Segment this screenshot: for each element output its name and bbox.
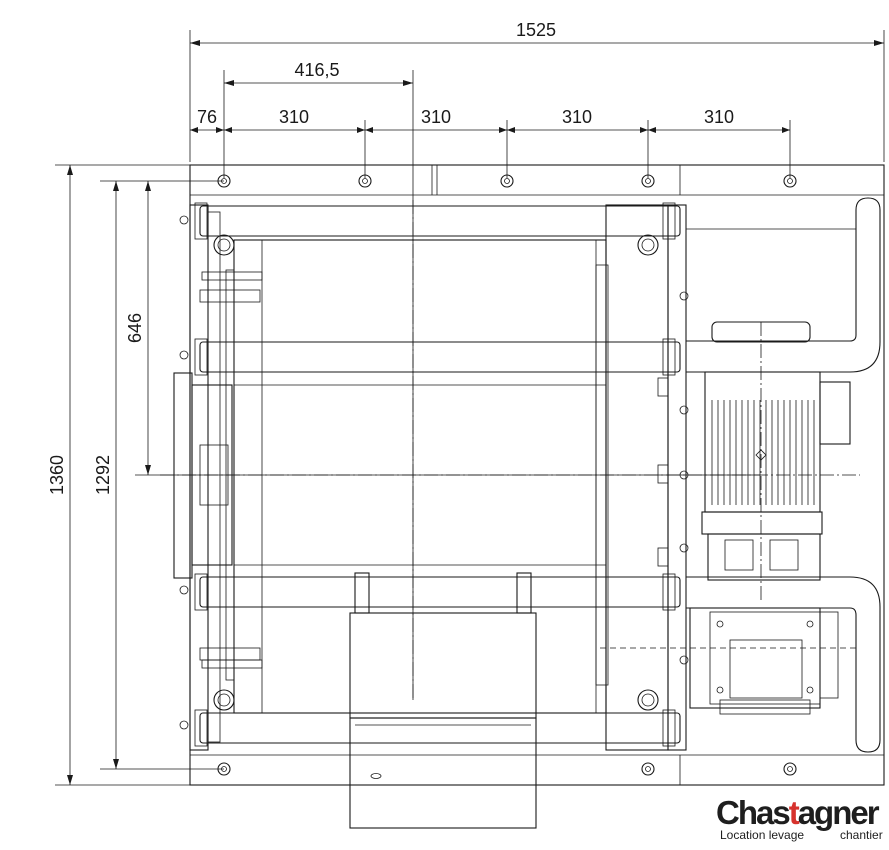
side-plate-right bbox=[595, 204, 689, 751]
chastagner-logo: Chastagner Location levage chantier bbox=[716, 795, 886, 845]
center-lines bbox=[160, 200, 860, 700]
tie-rod-top bbox=[194, 202, 681, 240]
dimension-pitch-3: 310 bbox=[562, 107, 592, 127]
mounting-hole bbox=[358, 174, 372, 188]
motor-cooling-fins bbox=[711, 400, 815, 505]
dimension-pitch-4: 310 bbox=[704, 107, 734, 127]
dimension-pitch-2: 310 bbox=[421, 107, 451, 127]
dimension-pitch-1: 310 bbox=[279, 107, 309, 127]
gearbox bbox=[689, 607, 839, 715]
tie-rod-lower bbox=[194, 573, 681, 611]
dimension-edge-offset: 76 bbox=[197, 107, 217, 127]
logo-tagline-left: Location levage bbox=[720, 828, 805, 842]
tie-rod-upper bbox=[194, 338, 681, 376]
mounting-hole bbox=[783, 174, 797, 188]
drum bbox=[233, 239, 607, 714]
dimension-offset-to-center: 416,5 bbox=[294, 60, 339, 80]
mounting-hole bbox=[217, 174, 231, 188]
corner-bosses bbox=[213, 234, 659, 711]
logo-accent-letter: t bbox=[788, 794, 800, 831]
motor bbox=[701, 321, 851, 581]
dimension-overall-height: 1360 bbox=[47, 455, 67, 495]
mounting-hole bbox=[641, 174, 655, 188]
side-plate-left bbox=[173, 204, 263, 751]
dimension-hole-span: 1292 bbox=[93, 455, 113, 495]
dimension-half-height: 646 bbox=[125, 313, 145, 343]
logo-wordmark: Chastagner bbox=[716, 794, 880, 831]
mounting-hole bbox=[217, 762, 231, 776]
tie-rod-bottom bbox=[194, 709, 681, 747]
dimension-overall-width: 1525 bbox=[516, 20, 556, 40]
mounting-holes bbox=[217, 174, 797, 776]
mounting-hole bbox=[783, 762, 797, 776]
logo-tagline-right: chantier bbox=[840, 828, 883, 842]
vertical-dimensions: 1360 1292 646 bbox=[47, 164, 760, 786]
mounting-hole bbox=[500, 174, 514, 188]
cable-guide bbox=[349, 572, 537, 829]
horizontal-dimensions: 1525 416,5 76 310 310 310 310 bbox=[189, 20, 885, 700]
mounting-hole bbox=[641, 762, 655, 776]
handrail-pipes bbox=[686, 197, 881, 753]
